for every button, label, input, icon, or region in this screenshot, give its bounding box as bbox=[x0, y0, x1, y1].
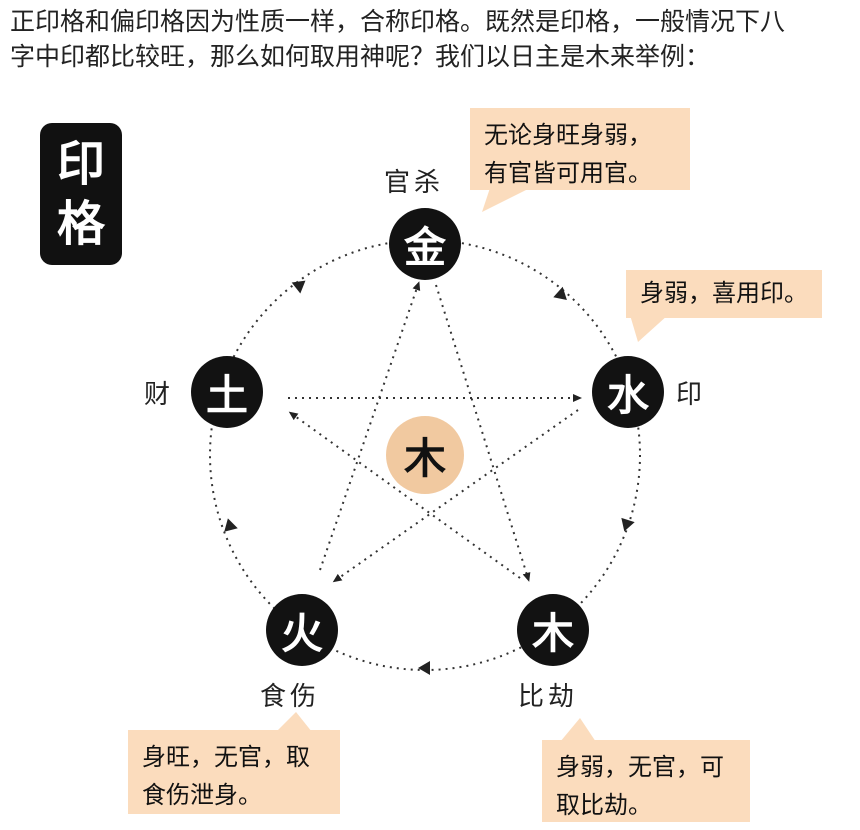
intro-line-1: 正印格和偏印格因为性质一样，合称印格。既然是印格，一般情况下八 bbox=[10, 7, 786, 36]
callout-shishang: 身旺，无官，取 食伤泄身。 bbox=[128, 730, 340, 814]
cycle-arrowheads bbox=[224, 280, 635, 675]
callout-yin-line-1: 身弱，喜用印。 bbox=[640, 279, 808, 307]
controlling-cycle-star bbox=[288, 281, 582, 583]
callout-guansha-line-1: 无论身旺身弱， bbox=[484, 121, 652, 149]
callout-tail-water bbox=[630, 315, 668, 342]
node-earth: 土 bbox=[191, 356, 263, 428]
callout-bijie-line-2: 取比劫。 bbox=[556, 791, 652, 819]
intro-paragraph: 正印格和偏印格因为性质一样，合称印格。既然是印格，一般情况下八 字中印都比较旺，… bbox=[10, 4, 855, 74]
label-cai: 财 bbox=[144, 380, 175, 410]
star-water-to-fire bbox=[332, 409, 579, 583]
callout-tail-metal bbox=[482, 188, 530, 212]
arrow-water-to-wood bbox=[621, 517, 635, 532]
callout-guansha: 无论身旺身弱， 有官皆可用官。 bbox=[470, 108, 690, 190]
callout-bijie-line-1: 身弱，无官，可 bbox=[556, 753, 724, 781]
arrow-metal-to-water bbox=[553, 286, 567, 301]
label-yin: 印 bbox=[676, 380, 707, 410]
callout-guansha-line-2: 有官皆可用官。 bbox=[484, 159, 652, 187]
arrow-wood-to-fire bbox=[418, 661, 430, 675]
node-metal: 金 bbox=[389, 208, 461, 280]
arrow-fire-to-earth bbox=[224, 518, 238, 532]
star-fire-to-metal bbox=[319, 281, 421, 571]
callout-yin: 身弱，喜用印。 bbox=[626, 270, 822, 318]
node-water: 水 bbox=[592, 356, 664, 428]
label-bijie: 比劫 bbox=[518, 682, 579, 712]
label-shishang: 食伤 bbox=[260, 682, 321, 712]
arrow-earth-to-metal bbox=[291, 280, 306, 294]
node-fire: 火 bbox=[266, 594, 338, 666]
callout-tail-fire bbox=[276, 712, 312, 732]
title-badge: 印 格 bbox=[40, 123, 122, 265]
callout-shishang-line-1: 身旺，无官，取 bbox=[142, 743, 310, 771]
callout-shishang-line-2: 食伤泄身。 bbox=[142, 781, 262, 809]
callout-bijie: 身弱，无官，可 取比劫。 bbox=[542, 740, 750, 822]
intro-line-2: 字中印都比较旺，那么如何取用神呢？我们以日主是木来举例： bbox=[10, 42, 711, 71]
label-guansha: 官杀 bbox=[384, 168, 445, 198]
node-wood: 木 bbox=[517, 594, 589, 666]
star-wood-to-earth bbox=[288, 411, 521, 579]
badge-char-1: 印 bbox=[56, 136, 105, 192]
badge-char-2: 格 bbox=[56, 196, 105, 252]
day-master-node: 木 bbox=[386, 416, 464, 494]
callout-tail-wood bbox=[560, 718, 596, 742]
